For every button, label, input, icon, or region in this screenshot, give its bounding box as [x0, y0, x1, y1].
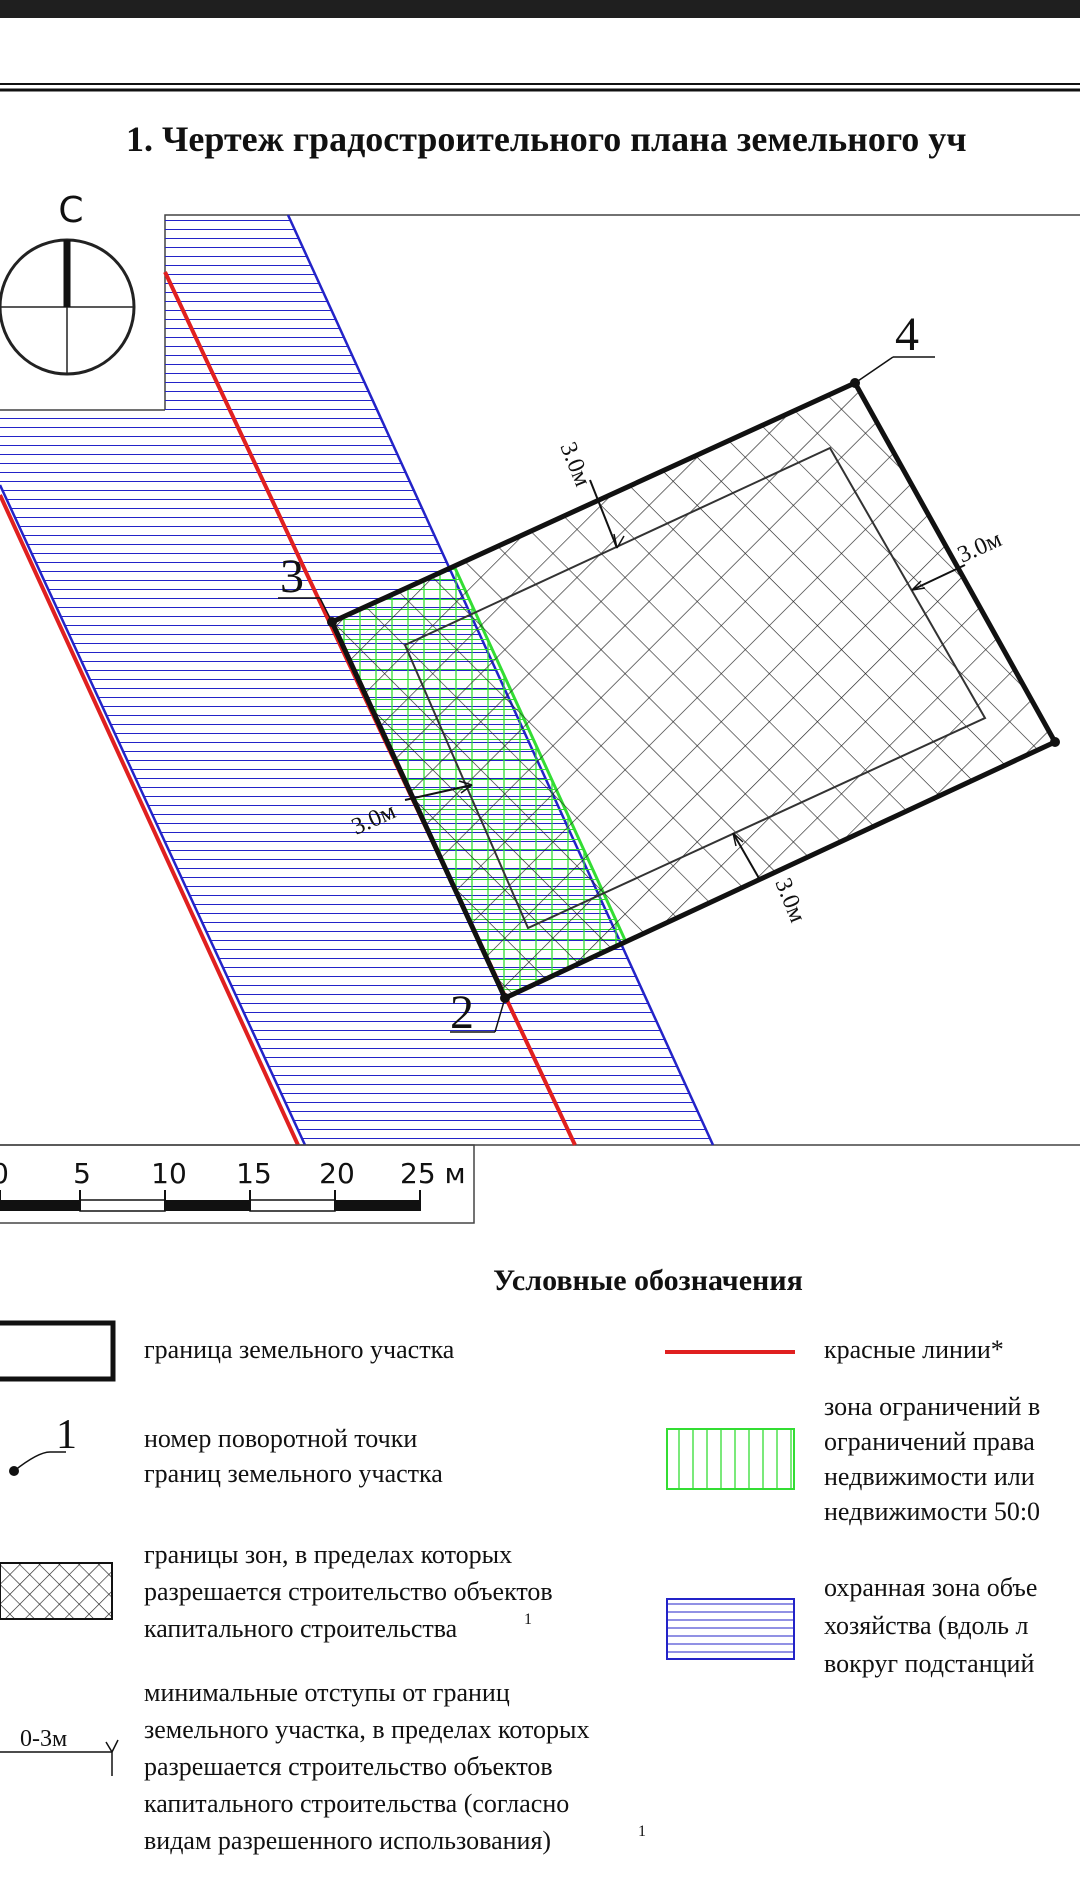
- legend-line: разрешается строительство объектов: [144, 1577, 553, 1606]
- legend-line: ограничений права: [824, 1427, 1035, 1456]
- scale-bar: 0 5 10 15 20 25 м: [0, 1144, 475, 1224]
- legend-line: недвижимости или: [824, 1462, 1035, 1491]
- point-number-4: 4: [895, 308, 919, 361]
- legend-text-turning-point: номер поворотной точки границ земельного…: [144, 1424, 443, 1488]
- top-bar: [0, 0, 1080, 18]
- point-label-3: 3: [278, 550, 333, 623]
- legend-line: видам разрешенного использования): [144, 1826, 551, 1855]
- legend-text-buildable-zone: границы зон, в пределах которых разрешае…: [144, 1540, 553, 1643]
- scale-tick-10: 10: [151, 1157, 187, 1190]
- legend-line: номер поворотной точки: [144, 1424, 417, 1453]
- legend-symbol-parcel-boundary: [0, 1320, 116, 1382]
- legend-symbol-setback: 0-3м: [0, 1726, 119, 1776]
- legend-line: капитального строительства: [144, 1614, 458, 1643]
- scale-tick-25: 25 м: [400, 1157, 466, 1190]
- legend-turning-point-number: 1: [56, 1412, 77, 1458]
- legend-footnote: 1: [524, 1611, 532, 1628]
- legend-line: охранная зона объе: [824, 1573, 1037, 1602]
- legend-line: минимальные отступы от границ: [144, 1678, 510, 1707]
- legend-footnote: 1: [638, 1823, 646, 1840]
- scale-tick-0: 0: [0, 1157, 9, 1190]
- scale-tick-5: 5: [73, 1157, 91, 1190]
- legend-line: границы зон, в пределах которых: [144, 1540, 512, 1569]
- legend-line: капитального строительства (согласно: [144, 1789, 569, 1818]
- scale-tick-20: 20: [319, 1157, 355, 1190]
- point-label-4: 4: [854, 308, 935, 384]
- setback-label-bottom: 3.0м: [769, 875, 810, 927]
- legend-line: земельного участка, в пределах которых: [144, 1715, 590, 1744]
- legend-symbol-buildable-zone: [0, 1562, 113, 1620]
- legend-line: зона ограничений в: [824, 1392, 1040, 1421]
- legend-line: хозяйства (вдоль л: [824, 1611, 1029, 1640]
- setback-label-top: 3.0м: [554, 439, 595, 491]
- legend-symbol-turning-point: 1: [9, 1412, 77, 1476]
- legend-symbol-blue-zone: [666, 1598, 795, 1660]
- legend-text-setback: минимальные отступы от границ земельного…: [144, 1678, 646, 1855]
- legend-heading: Условные обозначения: [493, 1264, 803, 1297]
- legend-line: вокруг подстанций: [824, 1649, 1034, 1678]
- document-title: 1. Чертеж градостроительного плана земел…: [126, 119, 967, 159]
- legend-line: разрешается строительство объектов: [144, 1752, 553, 1781]
- point-number-2: 2: [450, 986, 474, 1039]
- setback-label-right: 3.0м: [954, 526, 1006, 568]
- legend-line: границ земельного участка: [144, 1459, 443, 1488]
- legend-symbol-green-zone: [666, 1428, 795, 1490]
- legend-line: красные линии*: [824, 1335, 1004, 1364]
- legend-text-red-lines: красные линии*: [824, 1335, 1004, 1364]
- compass-north-label: С: [58, 190, 83, 231]
- legend-setback-label: 0-3м: [20, 1726, 67, 1752]
- point-number-3: 3: [280, 550, 304, 603]
- scale-tick-15: 15: [236, 1157, 272, 1190]
- compass: С: [0, 190, 136, 376]
- legend-line: недвижимости 50:0: [824, 1497, 1040, 1526]
- legend-text-parcel-boundary: граница земельного участка: [144, 1335, 455, 1364]
- header-rules: [0, 83, 1080, 92]
- legend-text-green-zone: зона ограничений в ограничений права нед…: [824, 1392, 1040, 1526]
- legend-line: граница земельного участка: [144, 1335, 455, 1364]
- legend-text-blue-zone: охранная зона объе хозяйства (вдоль л во…: [824, 1573, 1037, 1678]
- point-label-2: 2: [450, 986, 506, 1039]
